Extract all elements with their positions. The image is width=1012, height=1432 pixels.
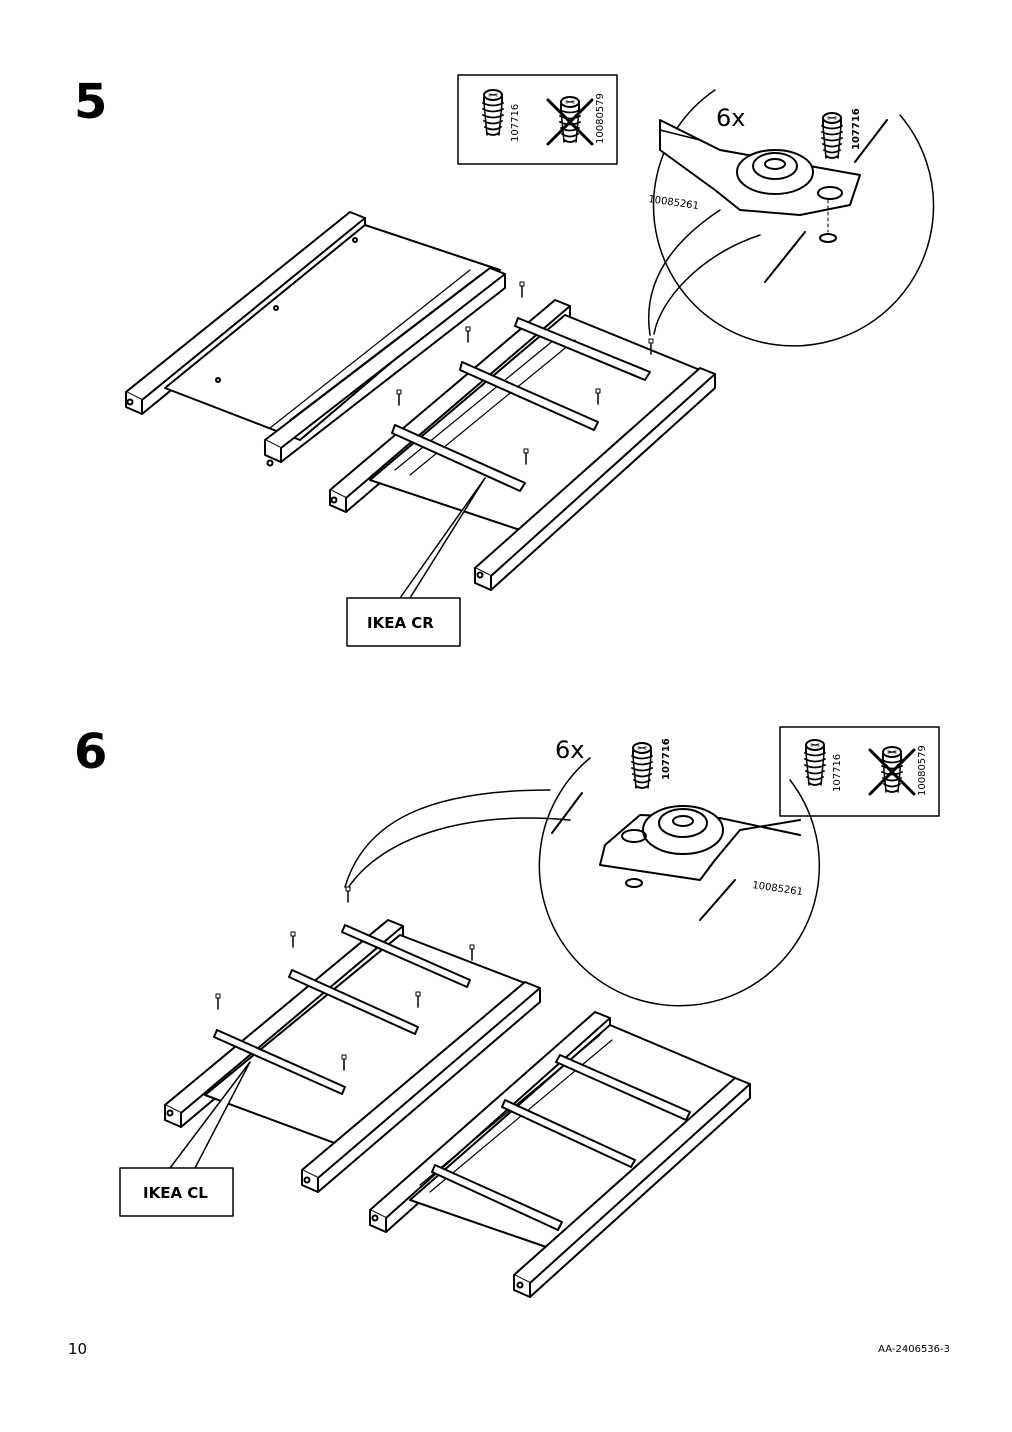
step-6-quantity: 6x [555, 736, 584, 764]
step-5-number: 5 [74, 74, 108, 130]
step-5-screw-legend: 107716 10080579 [457, 74, 618, 165]
step-6-right-frame [369, 1011, 751, 1298]
cross-out-icon [546, 98, 594, 146]
step-5-frame-label: IKEA CR [367, 614, 434, 632]
step-5-detail-screw-code: 107716 [851, 108, 862, 150]
step-5-detail-callout: 6x 10085261 107716 [648, 89, 935, 347]
step-6-screw-ok-code: 107716 [832, 754, 843, 792]
step-6-detail-screw-icon [631, 742, 653, 789]
step-5-left-frame [125, 211, 506, 467]
step-6-screw-wrong-code: 10080579 [917, 745, 928, 796]
step-5-screw-wrong-code: 10080579 [595, 93, 606, 144]
step-5-part-code: 10085261 [648, 194, 700, 212]
step-6-frame-label: IKEA CL [143, 1184, 208, 1202]
step-5-right-frame [329, 281, 716, 591]
step-6-detail-callout: 6x 10085261 107716 [344, 736, 821, 1007]
step-5-screw-ok-code: 107716 [510, 104, 521, 142]
page-number: 10 [68, 1340, 88, 1358]
step-5-quantity: 6x [716, 104, 745, 132]
step-5-label-box [346, 597, 461, 647]
document-code: AA-2406536-3 [878, 1344, 950, 1355]
step-6-number: 6 [74, 724, 108, 780]
step-6-detail-screw-code: 107716 [661, 738, 672, 780]
step-6-part-code: 10085261 [752, 880, 804, 898]
step-6-label-box [119, 1167, 234, 1217]
screw-ok-icon [482, 89, 504, 136]
step-5-detail-screw-icon [821, 112, 843, 159]
cross-out-icon [868, 748, 916, 796]
screw-wrong-icon [559, 96, 581, 143]
step-6-screw-legend: 107716 10080579 [779, 726, 940, 817]
screw-ok-icon [804, 739, 826, 786]
step-6-left-frame [164, 886, 541, 1193]
screw-wrong-icon [881, 746, 903, 793]
